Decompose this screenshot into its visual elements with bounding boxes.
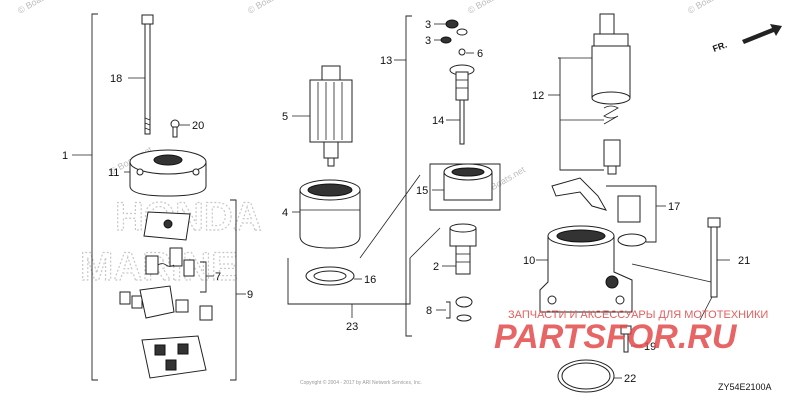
watermark-boats-net-3: © Boats.net [466, 0, 512, 16]
label-part-7[interactable]: 7 [215, 271, 221, 283]
label-part-3b[interactable]: 3 [425, 35, 431, 47]
watermark-boats-net-4: © Boats.net [686, 0, 732, 16]
gear-box-outline [429, 163, 501, 211]
shop-brand-logo: PARTSFOR.RU [494, 318, 738, 356]
part-14-pinion-shaft[interactable] [449, 64, 475, 145]
watermark-marine: MARINE [80, 245, 238, 289]
watermark-boats-net-1: © Boats.net [16, 0, 62, 16]
label-part-5[interactable]: 5 [282, 111, 288, 123]
label-part-17[interactable]: 17 [668, 201, 680, 213]
label-part-8[interactable]: 8 [426, 305, 432, 317]
bracket-17 [606, 185, 657, 243]
diagram-code: ZY54E2100A [718, 382, 772, 392]
part-21-bolt[interactable] [707, 217, 721, 298]
bracket-12 [558, 57, 604, 171]
bracket-9 [230, 199, 237, 381]
label-part-2[interactable]: 2 [433, 261, 439, 273]
part-15-ring-gear[interactable] [443, 163, 493, 201]
label-part-22[interactable]: 22 [624, 373, 636, 385]
part-11-rear-cover[interactable] [129, 149, 207, 197]
part-6-washer[interactable] [458, 48, 466, 56]
label-part-10[interactable]: 10 [523, 255, 535, 267]
part-2-pinion-clutch[interactable] [449, 223, 477, 275]
part-4-yoke[interactable] [299, 179, 361, 249]
part-9-brush-holder-assembly[interactable] [119, 285, 213, 379]
part-22-o-ring[interactable] [557, 359, 615, 393]
part-18-long-bolt[interactable] [141, 14, 154, 135]
part-5-armature[interactable] [309, 65, 353, 167]
part-19-bolt[interactable] [620, 325, 632, 353]
front-direction-arrow-icon [742, 24, 782, 44]
label-part-12[interactable]: 12 [532, 90, 544, 102]
part-20-screw[interactable] [170, 119, 180, 138]
label-part-4[interactable]: 4 [282, 207, 288, 219]
label-part-21[interactable]: 21 [738, 255, 750, 267]
bracket-23 [287, 258, 411, 305]
label-part-15[interactable]: 15 [416, 185, 428, 197]
part-10-drive-housing[interactable] [539, 225, 633, 313]
part-3-nuts[interactable] [440, 19, 468, 44]
shop-tagline: ЗАПЧАСТИ И АКСЕССУАРЫ ДЛЯ МОТОТЕХНИКИ [508, 309, 768, 321]
part-12-solenoid[interactable] [591, 13, 631, 175]
label-part-13[interactable]: 13 [380, 55, 392, 67]
part-8-stop-collar[interactable] [455, 296, 473, 322]
bracket-1 [91, 13, 98, 381]
bracket-13 [405, 15, 412, 337]
copyright-notice: Copyright © 2004 - 2017 by ARI Network S… [300, 379, 422, 386]
label-part-9[interactable]: 9 [247, 289, 253, 301]
label-part-20[interactable]: 20 [192, 120, 204, 132]
label-part-19[interactable]: 19 [644, 341, 656, 353]
brush-plate[interactable] [143, 211, 191, 241]
part-7-brush-springs[interactable] [145, 247, 195, 277]
label-part-14[interactable]: 14 [432, 115, 444, 127]
front-direction-label: FR. [711, 40, 728, 54]
label-part-11[interactable]: 11 [108, 167, 119, 179]
label-part-1[interactable]: 1 [62, 150, 68, 162]
part-16-ring[interactable] [305, 266, 355, 286]
label-part-6[interactable]: 6 [477, 48, 483, 60]
label-part-18[interactable]: 18 [110, 73, 122, 85]
label-part-3a[interactable]: 3 [425, 19, 431, 31]
label-part-23[interactable]: 23 [346, 321, 358, 333]
watermark-boats-net-2: © Boats.net [246, 0, 292, 16]
part-17-shift-lever[interactable] [551, 177, 647, 247]
label-part-16[interactable]: 16 [364, 274, 376, 286]
